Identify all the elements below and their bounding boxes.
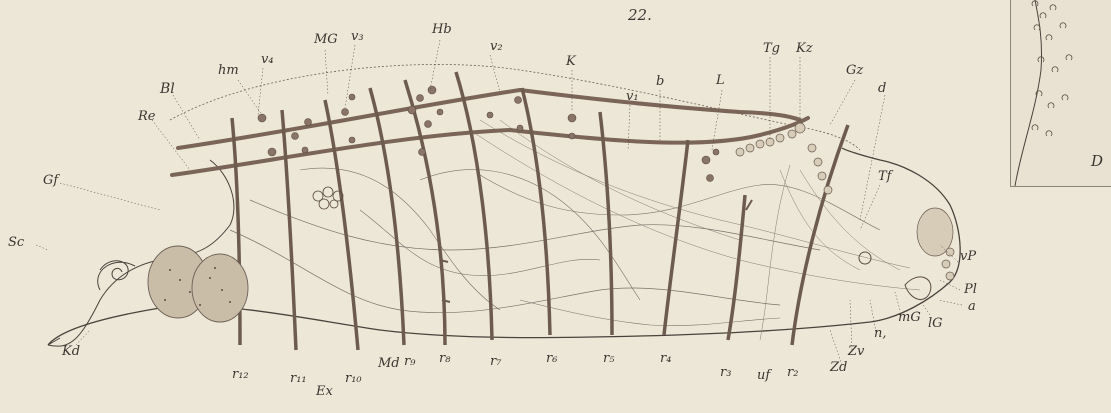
label-Md: Md — [378, 357, 400, 370]
ring-muscle-r11 — [282, 110, 296, 350]
label-lG: lG — [928, 317, 943, 330]
label-Hb: Hb — [432, 23, 452, 36]
label-Ex: Ex — [316, 385, 333, 398]
label-Kd: Kd — [62, 345, 80, 358]
ring-muscle-r2 — [792, 125, 848, 345]
label-r7: r₇ — [490, 355, 501, 368]
label-r8: r₈ — [439, 352, 450, 365]
dorsal-band-upper — [178, 90, 800, 148]
label-r3: r₃ — [720, 366, 731, 379]
ring-muscle-r9 — [370, 88, 404, 345]
label-r11: r₁₁ — [290, 372, 307, 385]
label-v2: v₂ — [490, 40, 503, 53]
label-r6: r₆ — [546, 352, 557, 365]
label-L: L — [716, 74, 725, 87]
label-r4: r₄ — [660, 352, 671, 365]
cell-chain — [736, 123, 832, 194]
label-Tg: Tg — [763, 42, 780, 55]
label-Re: Re — [138, 110, 155, 123]
label-r5: r₅ — [603, 352, 614, 365]
label-Zd: Zd — [830, 361, 847, 374]
ring-muscle-r6 — [522, 88, 550, 335]
label-a: a — [968, 300, 976, 313]
label-v3: v₃ — [351, 30, 364, 43]
label-r10: r₁₀ — [345, 372, 362, 385]
label-mG: mG — [898, 311, 921, 324]
organ-dots — [258, 86, 719, 182]
label-v4: v₄ — [261, 53, 274, 66]
cell-cluster — [313, 187, 343, 209]
head-gland — [148, 246, 248, 322]
ring-muscle-r4 — [664, 140, 688, 335]
label-Gf: Gf — [43, 174, 58, 187]
label-Sc: Sc — [8, 236, 24, 249]
ring-muscle-r3 — [728, 195, 745, 340]
plate-number: 22. — [628, 6, 652, 24]
label-Gz: Gz — [846, 64, 863, 77]
label-Kz: Kz — [796, 42, 813, 55]
label-b: b — [656, 75, 664, 88]
head-outline — [48, 160, 234, 346]
label-r9: r₉ — [404, 355, 415, 368]
inset-figure-D: D — [1010, 0, 1111, 187]
label-MG: MG — [314, 33, 338, 46]
label-n1: n, — [874, 327, 887, 340]
head-loop — [98, 261, 135, 290]
label-r12: r₁₂ — [232, 368, 249, 381]
label-r2: r₂ — [787, 366, 798, 379]
label-vP: vP — [960, 250, 976, 263]
label-Pl: Pl — [964, 283, 977, 296]
inset-letter: D — [1091, 152, 1103, 170]
label-Tf: Tf — [878, 170, 891, 183]
label-Zv: Zv — [848, 345, 864, 358]
label-K: K — [566, 55, 576, 68]
ring-muscle-r8 — [405, 80, 445, 345]
label-v1: v₁ — [626, 90, 639, 103]
label-uf: uf — [757, 369, 770, 382]
label-hm: hm — [218, 64, 239, 77]
ring-muscle-r5 — [600, 112, 612, 335]
label-Bl: Bl — [160, 82, 175, 96]
posterior-vP — [917, 208, 954, 280]
label-d: d — [878, 82, 886, 95]
